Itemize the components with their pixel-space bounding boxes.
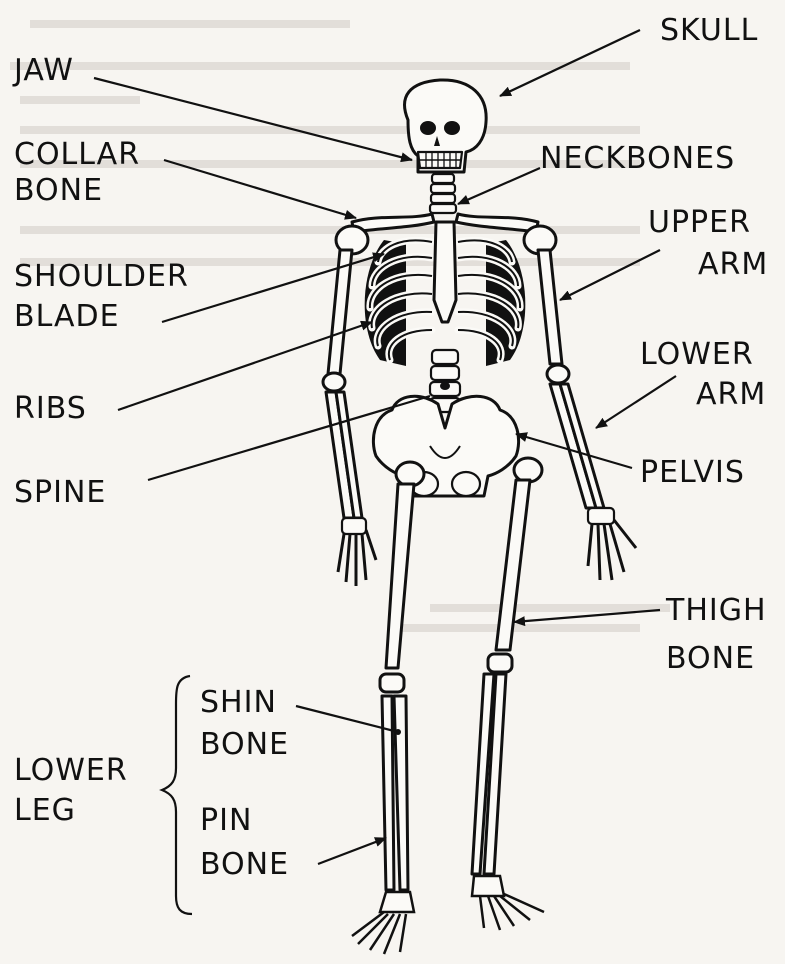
label-shin-bone-line1: SHIN	[200, 685, 277, 720]
label-shoulder-blade-line1: SHOULDER	[14, 259, 189, 294]
label-lower-leg-line1: LOWER	[14, 753, 128, 788]
right-leg	[472, 458, 544, 930]
label-thigh-bone-line1: THIGH	[665, 593, 767, 628]
right-arm	[538, 250, 636, 580]
label-collar-bone-line2: BONE	[14, 173, 103, 208]
label-neckbones: NECKBONES	[540, 141, 735, 176]
label-pin-bone-line2: BONE	[200, 847, 289, 882]
label-lower-arm-line1: LOWER	[640, 337, 754, 372]
label-upper-arm-line2: ARM	[698, 247, 768, 282]
label-pin-bone-line1: PIN	[200, 803, 252, 838]
label-thigh-bone-line2: BONE	[666, 641, 755, 676]
label-upper-arm-line1: UPPER	[648, 205, 751, 240]
label-lower-arm-line2: ARM	[696, 377, 766, 412]
label-pelvis: PELVIS	[640, 455, 745, 490]
skeleton-figure	[323, 80, 636, 954]
label-ribs: RIBS	[14, 391, 87, 426]
rib-cage	[365, 222, 526, 366]
label-shoulder-blade-line2: BLADE	[14, 299, 120, 334]
label-collar-bone-line1: COLLAR	[14, 137, 140, 172]
label-shin-bone-line2: BONE	[200, 727, 289, 762]
label-skull: SKULL	[660, 13, 758, 48]
label-lower-leg-line2: LEG	[14, 793, 76, 828]
neck-vertebrae	[430, 174, 456, 213]
skull	[405, 80, 487, 172]
label-spine: SPINE	[14, 475, 106, 510]
label-jaw: JAW	[12, 53, 74, 88]
